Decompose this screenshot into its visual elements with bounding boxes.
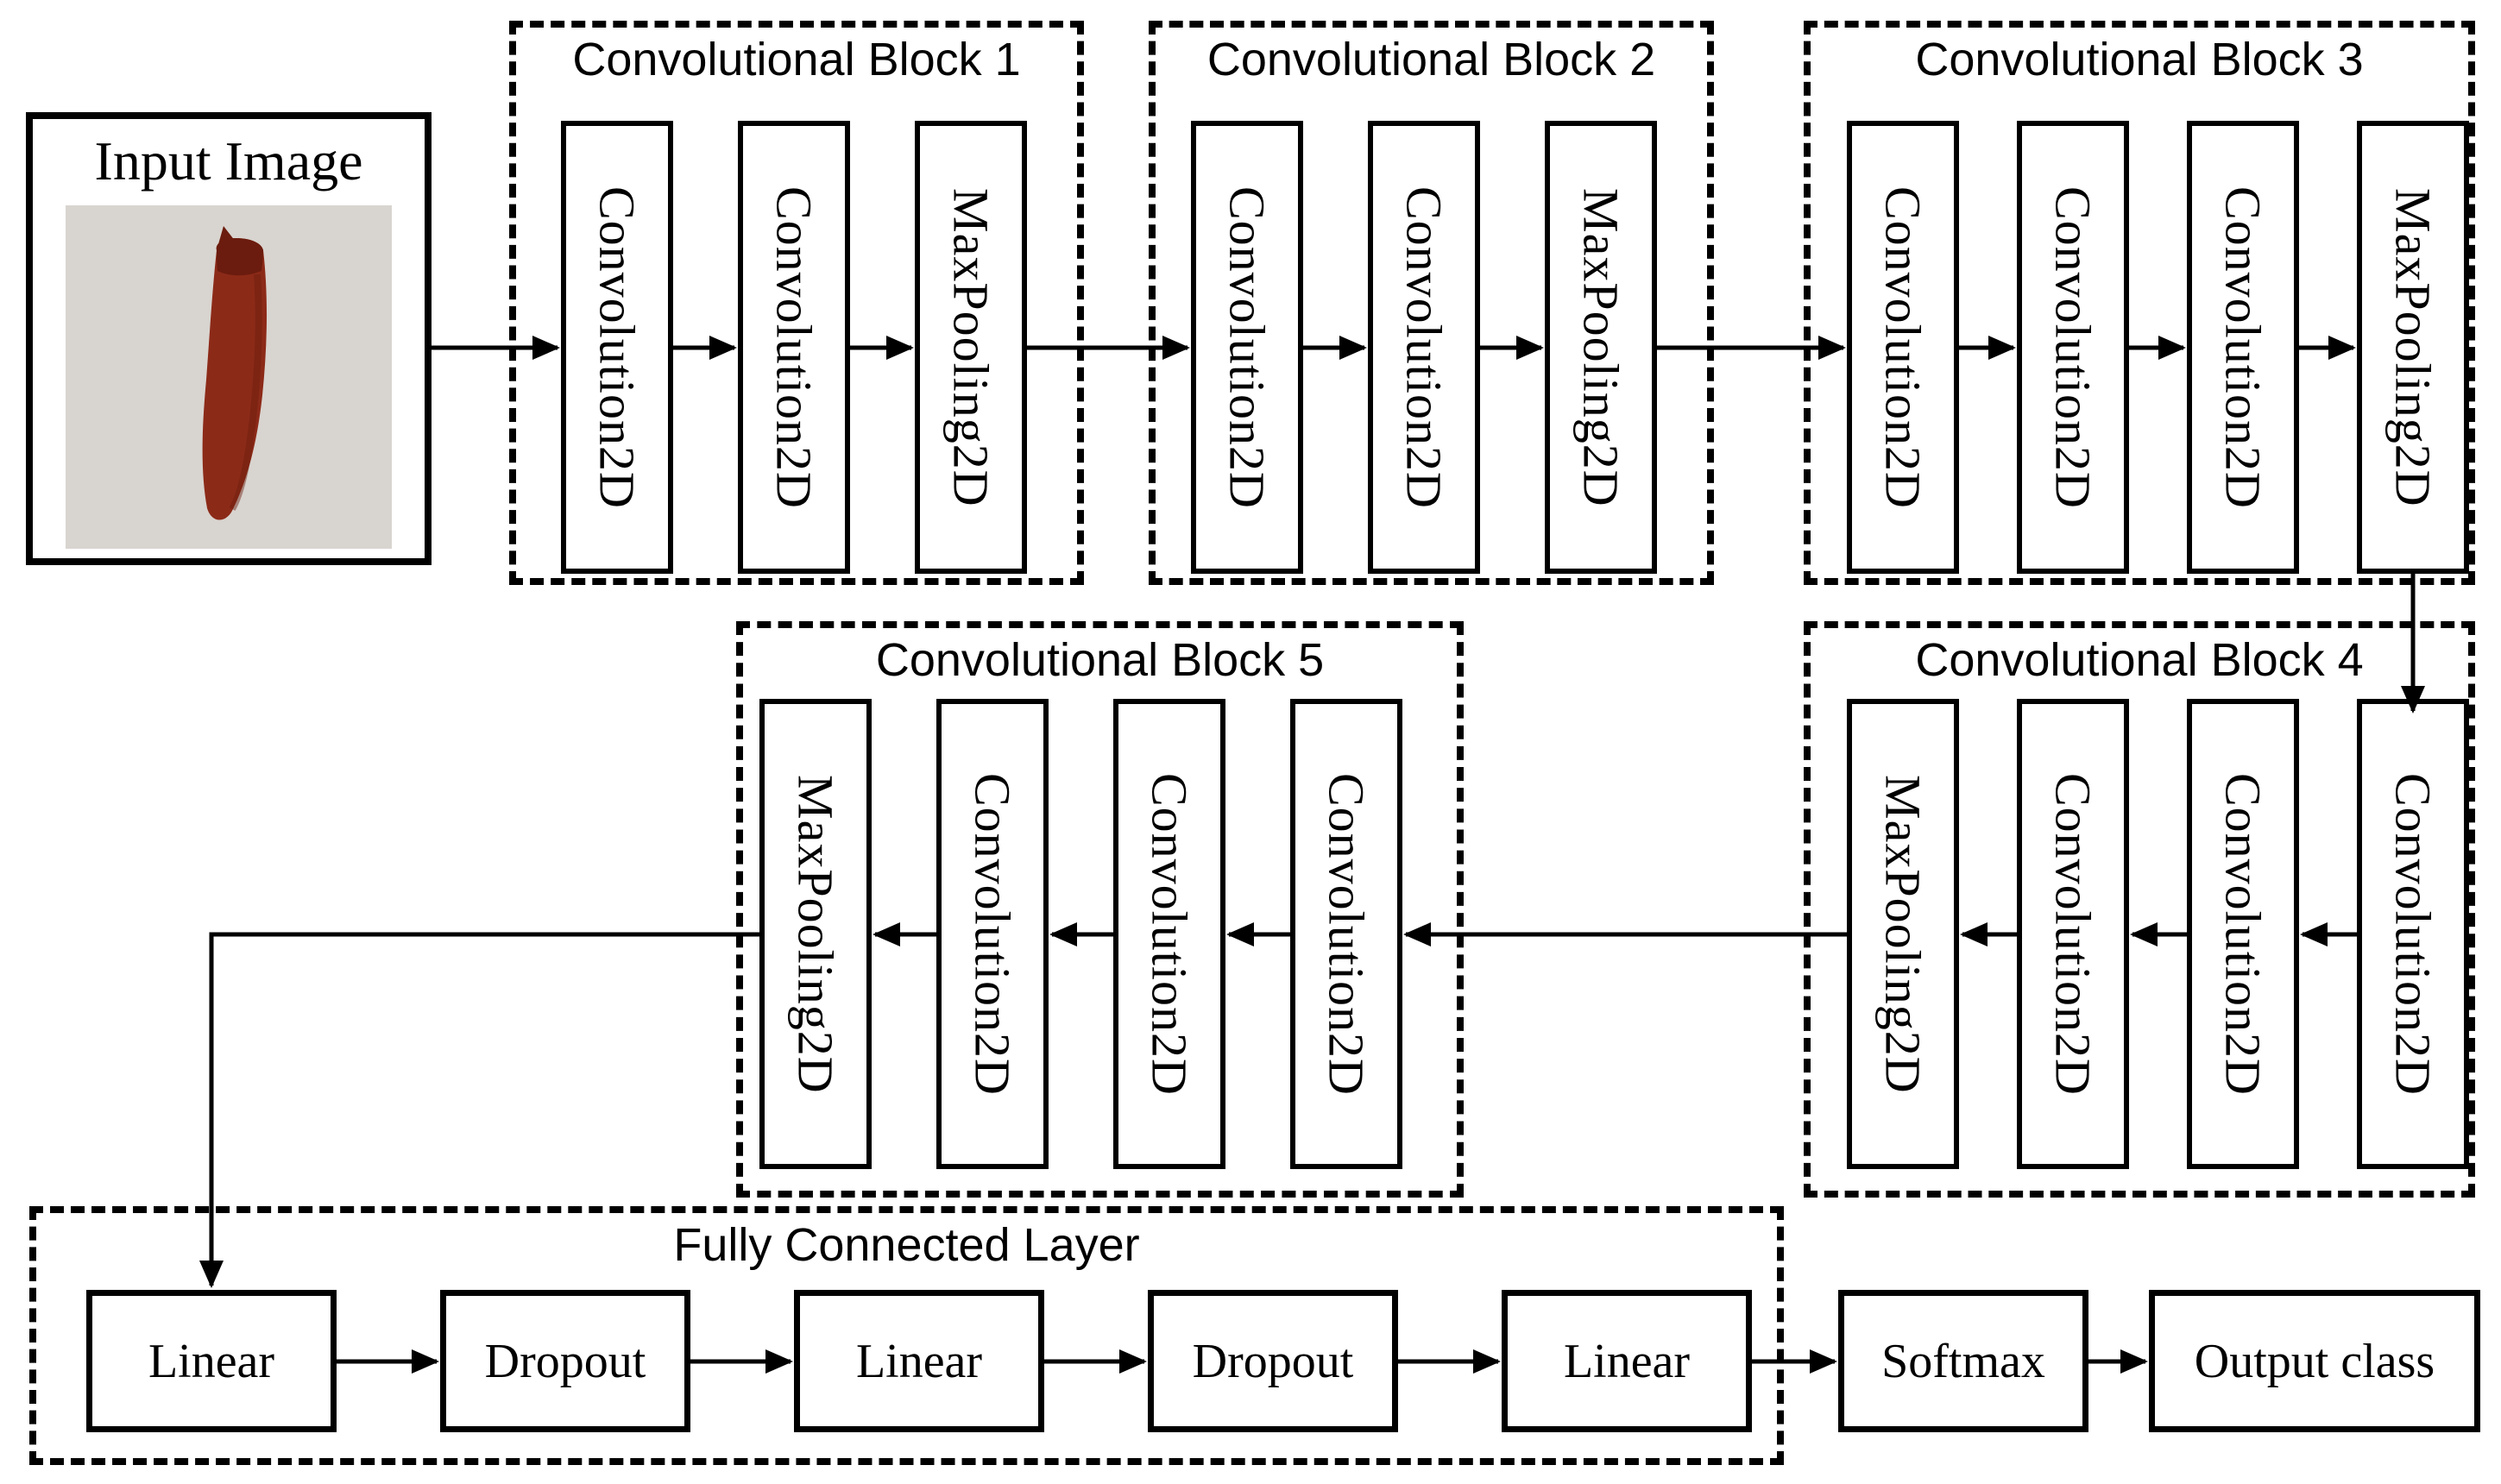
layer-box-conv: Convolution2D bbox=[2357, 699, 2469, 1169]
fc-layer-dropout: Dropout bbox=[440, 1290, 690, 1432]
fc-layer-linear: Linear bbox=[86, 1290, 337, 1432]
layer-box-conv: Convolution2D bbox=[1290, 699, 1402, 1169]
layer-box-conv: Convolution2D bbox=[561, 121, 673, 574]
layer-box-maxpool: MaxPooling2D bbox=[1847, 699, 1959, 1169]
layer-box-conv: Convolution2D bbox=[1113, 699, 1225, 1169]
conv-block-5-outline bbox=[736, 621, 1464, 1198]
input-image-title: Input Image bbox=[94, 130, 363, 192]
fc-layer-linear: Linear bbox=[1502, 1290, 1752, 1432]
layer-box-conv: Convolution2D bbox=[2017, 699, 2129, 1169]
conv-block-5-title: Convolutional Block 5 bbox=[875, 634, 1325, 686]
fc-layer-dropout: Dropout bbox=[1148, 1290, 1398, 1432]
conv-block-1-outline bbox=[509, 21, 1084, 585]
chili-pepper-photo bbox=[66, 205, 392, 549]
chili-pepper-illustration bbox=[66, 205, 392, 549]
fully-connected-title: Fully Connected Layer bbox=[673, 1219, 1140, 1271]
layer-box-conv: Convolution2D bbox=[1191, 121, 1303, 574]
layer-box-conv: Convolution2D bbox=[2017, 121, 2129, 574]
conv-block-2-outline bbox=[1149, 21, 1714, 585]
layer-box-maxpool: MaxPooling2D bbox=[1545, 121, 1657, 574]
softmax-box: Softmax bbox=[1838, 1290, 2088, 1432]
conv-block-1-title: Convolutional Block 1 bbox=[572, 34, 1021, 85]
output-class-box: Output class bbox=[2149, 1290, 2480, 1432]
layer-box-conv: Convolution2D bbox=[2187, 121, 2299, 574]
layer-box-conv: Convolution2D bbox=[2187, 699, 2299, 1169]
layer-box-conv: Convolution2D bbox=[738, 121, 850, 574]
conv-block-4-outline bbox=[1804, 621, 2475, 1198]
layer-box-conv: Convolution2D bbox=[1847, 121, 1959, 574]
layer-box-conv: Convolution2D bbox=[1368, 121, 1480, 574]
fc-layer-linear: Linear bbox=[794, 1290, 1044, 1432]
conv-block-4-title: Convolutional Block 4 bbox=[1915, 634, 2364, 686]
conv-block-3-outline bbox=[1804, 21, 2475, 585]
layer-box-maxpool: MaxPooling2D bbox=[2357, 121, 2469, 574]
layer-box-maxpool: MaxPooling2D bbox=[759, 699, 872, 1169]
layer-box-maxpool: MaxPooling2D bbox=[915, 121, 1027, 574]
fully-connected-outline bbox=[29, 1206, 1784, 1465]
conv-block-3-title: Convolutional Block 3 bbox=[1915, 34, 2364, 85]
conv-block-2-title: Convolutional Block 2 bbox=[1206, 34, 1656, 85]
layer-box-conv: Convolution2D bbox=[936, 699, 1049, 1169]
